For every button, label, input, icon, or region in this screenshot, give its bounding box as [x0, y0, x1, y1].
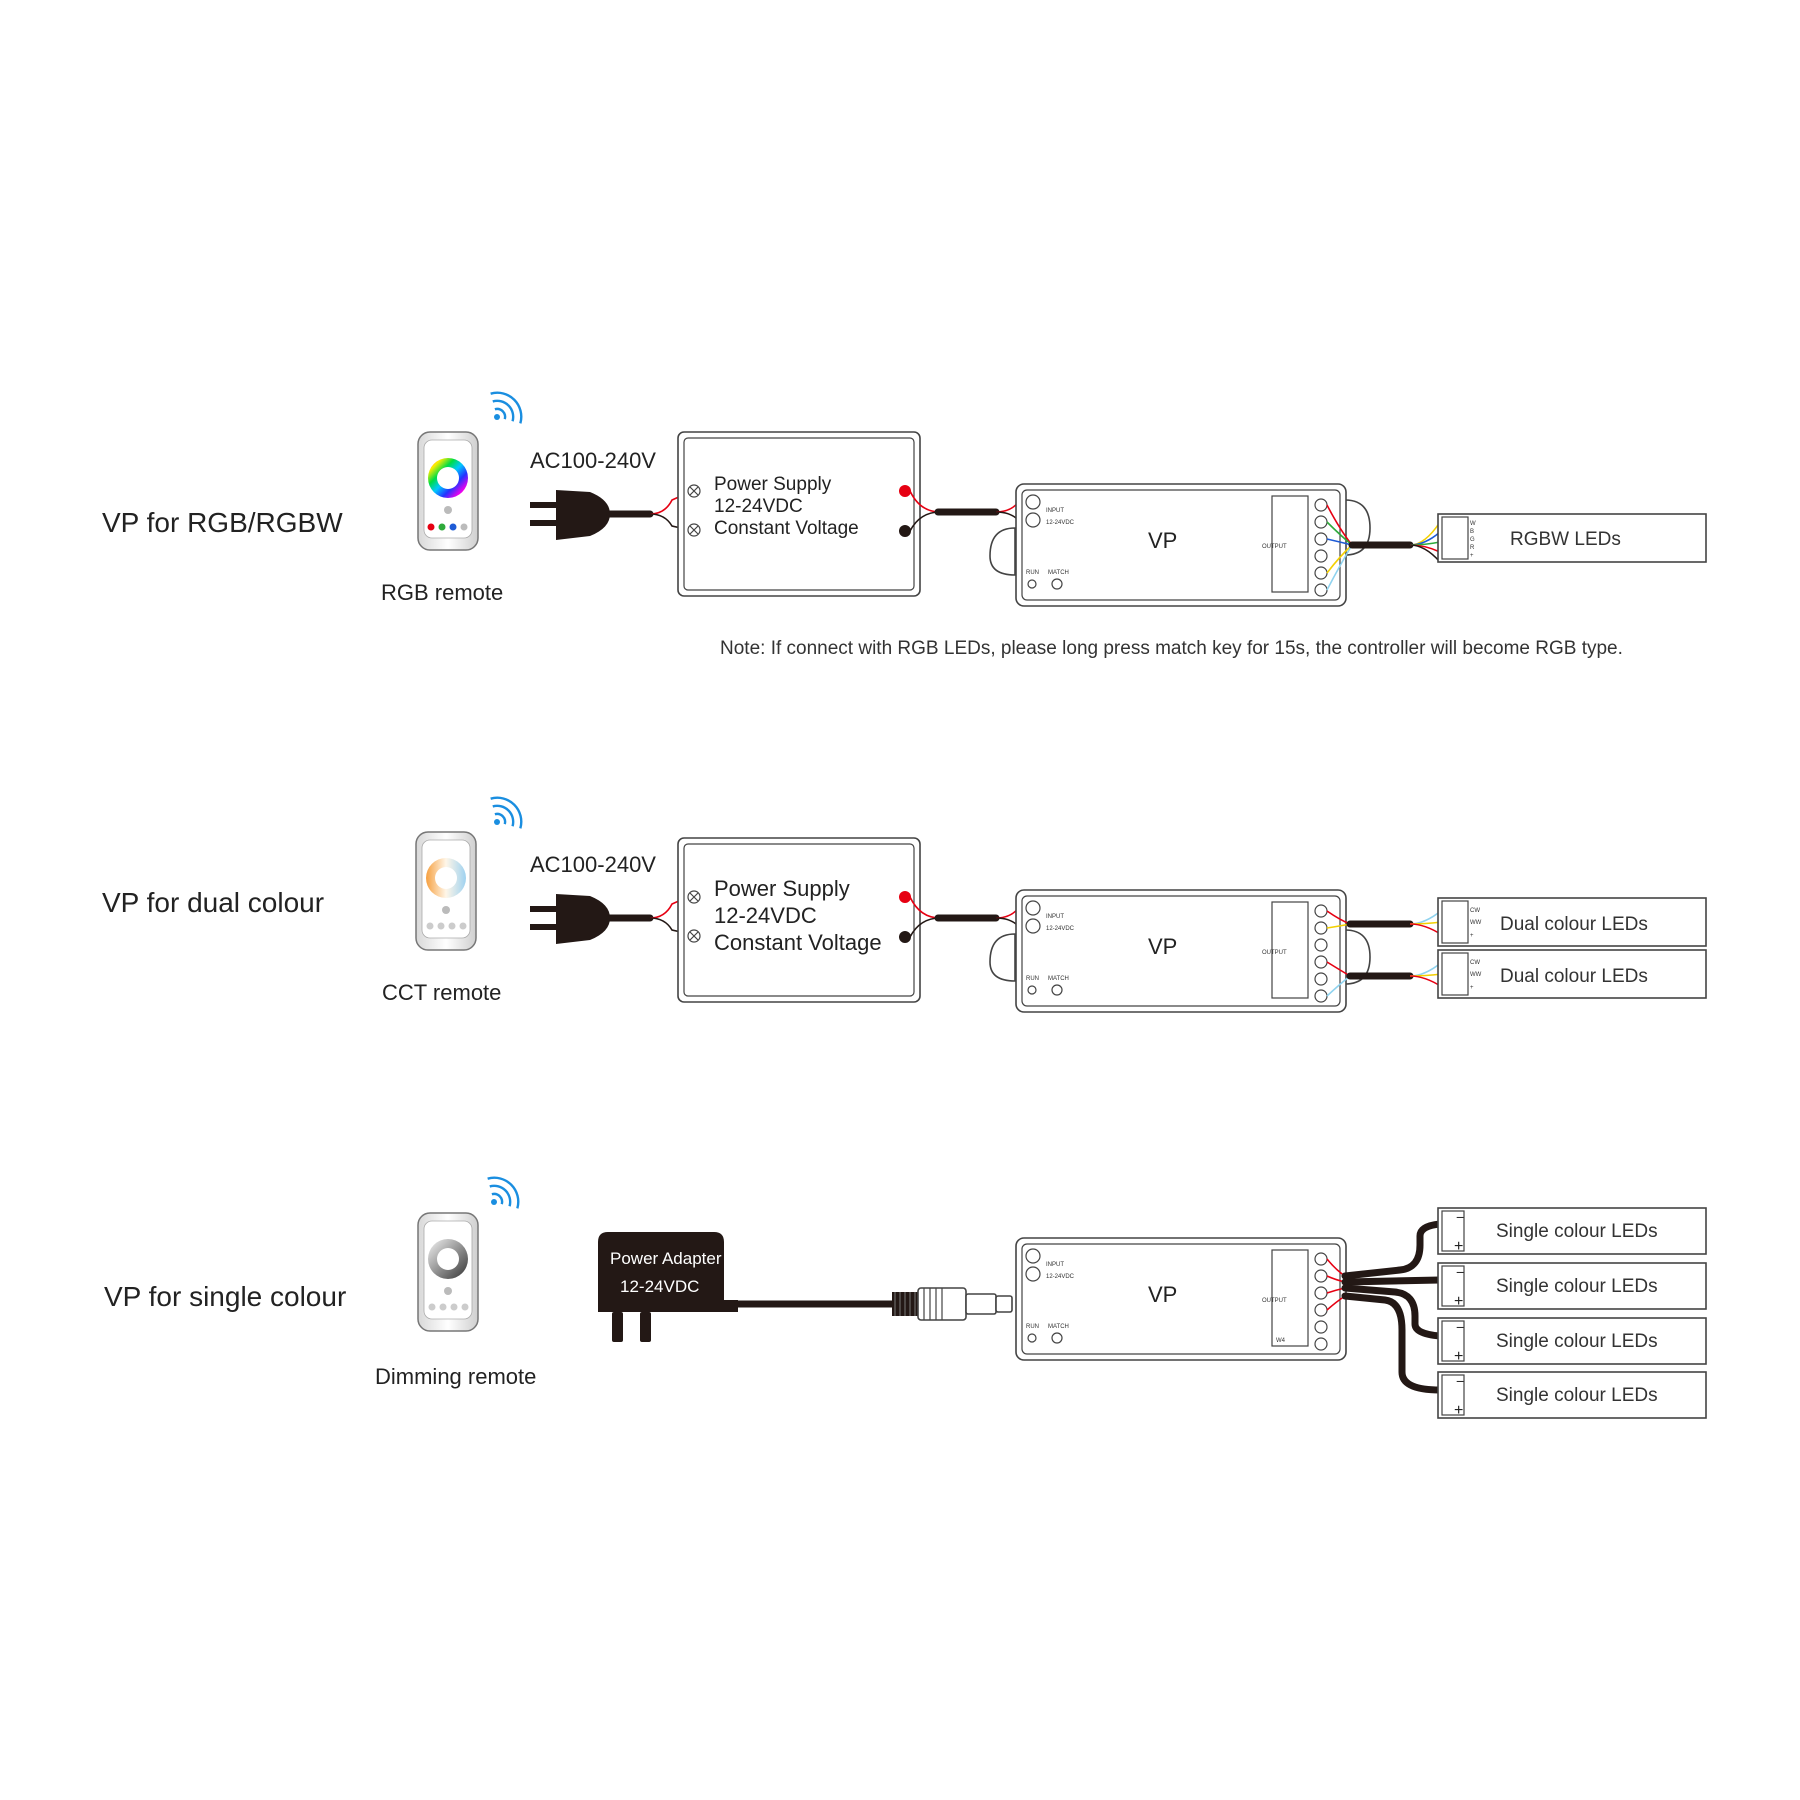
wifi-icon — [490, 391, 523, 424]
led-pin: + — [1454, 1293, 1463, 1310]
ctrl-match: MATCH — [1048, 570, 1069, 576]
row-title: VP for dual colour — [102, 887, 324, 918]
adapter-line1: Power Adapter — [610, 1249, 722, 1268]
ctrl-run: RUN — [1026, 976, 1039, 982]
psu-line3: Constant Voltage — [714, 930, 882, 955]
ctrl-voltage: 12-24VDC — [1046, 520, 1075, 526]
vp-controller: INPUT 12-24VDC RUN MATCH VP OUTPUT — [989, 483, 1371, 607]
led-pin: W — [1470, 521, 1476, 527]
led-label: Dual colour LEDs — [1500, 966, 1648, 987]
ctrl-match: MATCH — [1048, 1324, 1069, 1330]
led-pin: WW — [1470, 920, 1482, 926]
ctrl-input: INPUT — [1046, 914, 1064, 920]
led-pin: + — [1454, 1402, 1463, 1419]
adapter-line2: 12-24VDC — [620, 1277, 699, 1296]
remote-label: Dimming remote — [375, 1364, 536, 1389]
ctrl-input: INPUT — [1046, 508, 1064, 514]
led-label: Single colour LEDs — [1496, 1385, 1658, 1406]
power-supply: Power Supply 12-24VDC Constant Voltage — [677, 837, 921, 1003]
led-pin: G — [1470, 537, 1475, 543]
led-label: Single colour LEDs — [1496, 1221, 1658, 1242]
controller-label: VP — [1148, 528, 1177, 553]
plug-icon — [530, 894, 654, 944]
led-strip: − + Single colour LEDs — [1437, 1371, 1707, 1419]
psu-line1: Power Supply — [714, 474, 832, 495]
power-adapter: Power Adapter 12-24VDC — [598, 1232, 738, 1342]
color-wheel-icon — [428, 1239, 468, 1279]
led-pin: − — [1456, 1373, 1464, 1389]
row-dual-colour: VP for dual colour CCT remote AC100-240V — [102, 796, 1707, 1013]
led-pin: − — [1456, 1209, 1464, 1225]
led-label: RGBW LEDs — [1510, 529, 1621, 550]
psu-line2: 12-24VDC — [714, 496, 803, 517]
led-label: Dual colour LEDs — [1500, 914, 1648, 935]
ctrl-output: OUTPUT — [1262, 544, 1287, 550]
psu-line3: Constant Voltage — [714, 518, 859, 539]
led-strip: − + Single colour LEDs — [1437, 1317, 1707, 1365]
led-pin: CW — [1470, 908, 1480, 914]
row-single-colour: VP for single colour Dimming remote — [104, 1176, 1707, 1419]
wifi-icon — [487, 1176, 520, 1209]
plug-icon — [530, 490, 654, 540]
remote-icon — [415, 831, 477, 951]
ctrl-run: RUN — [1026, 1324, 1039, 1330]
led-strip: W B G R + RGBW LEDs — [1437, 513, 1707, 563]
ctrl-input: INPUT — [1046, 1262, 1064, 1268]
led-strip: CW WW + Dual colour LEDs — [1437, 949, 1707, 999]
row-title: VP for single colour — [104, 1281, 346, 1312]
led-pin: + — [1470, 553, 1474, 559]
psu-line2: 12-24VDC — [714, 903, 817, 928]
mains-label: AC100-240V — [530, 448, 656, 473]
remote-icon — [417, 431, 479, 551]
led-strip: − + Single colour LEDs — [1437, 1207, 1707, 1255]
led-pin: + — [1470, 985, 1474, 991]
row-rgbw: VP for RGB/RGBW RGB remote AC100-240V — [102, 391, 1707, 659]
controller-label: VP — [1148, 934, 1177, 959]
remote-label: RGB remote — [381, 580, 503, 605]
ctrl-voltage: 12-24VDC — [1046, 926, 1075, 932]
remote-icon — [417, 1212, 479, 1332]
color-wheel-icon — [426, 858, 466, 898]
led-pin: + — [1454, 1348, 1463, 1365]
led-pin: + — [1454, 1238, 1463, 1255]
ctrl-match: MATCH — [1048, 976, 1069, 982]
led-strip: − + Single colour LEDs — [1437, 1262, 1707, 1310]
vp-controller: INPUT 12-24VDC RUN MATCH VP OUTPUT — [989, 889, 1371, 1013]
led-pin: − — [1456, 1264, 1464, 1280]
led-pin: B — [1470, 529, 1474, 535]
ctrl-output: OUTPUT — [1262, 950, 1287, 956]
ctrl-channel: W4 — [1276, 1338, 1286, 1344]
ctrl-voltage: 12-24VDC — [1046, 1274, 1075, 1280]
mains-label: AC100-240V — [530, 852, 656, 877]
remote-label: CCT remote — [382, 980, 501, 1005]
vp-controller: INPUT 12-24VDC RUN MATCH VP OUTPUT W4 — [1015, 1237, 1347, 1361]
color-wheel-icon — [428, 458, 468, 498]
ctrl-output: OUTPUT — [1262, 1298, 1287, 1304]
ctrl-run: RUN — [1026, 570, 1039, 576]
led-pin: − — [1456, 1319, 1464, 1335]
dc-connector — [892, 1287, 1013, 1321]
psu-line1: Power Supply — [714, 876, 850, 901]
row-title: VP for RGB/RGBW — [102, 507, 343, 538]
controller-label: VP — [1148, 1282, 1177, 1307]
led-label: Single colour LEDs — [1496, 1331, 1658, 1352]
led-pin: WW — [1470, 972, 1482, 978]
led-pin: CW — [1470, 960, 1480, 966]
led-pin: + — [1470, 933, 1474, 939]
wifi-icon — [490, 796, 523, 829]
led-pin: R — [1470, 545, 1475, 551]
led-label: Single colour LEDs — [1496, 1276, 1658, 1297]
power-supply: Power Supply 12-24VDC Constant Voltage — [677, 431, 921, 597]
led-strip: CW WW + Dual colour LEDs — [1437, 897, 1707, 947]
note: Note: If connect with RGB LEDs, please l… — [720, 638, 1623, 659]
